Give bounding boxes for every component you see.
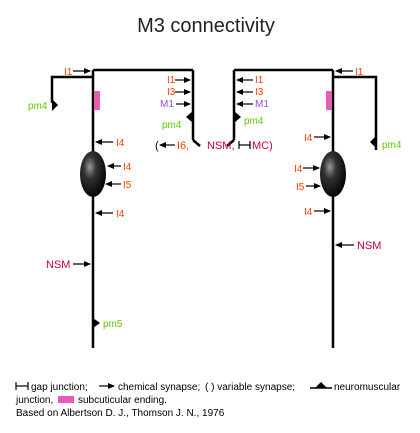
left-soma <box>80 151 106 197</box>
right-pm4-nmj <box>370 136 376 148</box>
left-input-i4-b: I4 <box>123 162 132 173</box>
right-branch-nmj <box>234 111 241 123</box>
left-input-i4-a: I4 <box>116 138 125 149</box>
left-pm5-nmj <box>93 318 100 328</box>
legend-gap-junction: gap junction; <box>31 382 88 393</box>
right-input-i4-c: I4 <box>304 207 313 218</box>
left-neuron <box>50 68 201 348</box>
right-neuron <box>226 68 378 348</box>
legend-citation: Based on Albertson D. J., Thomson J. N.,… <box>16 408 225 419</box>
left-pm4-upper-label: pm4 <box>28 101 48 112</box>
left-pm4-nmj <box>52 99 58 111</box>
right-branch-pm4-label: pm4 <box>244 116 264 127</box>
right-nsm-label: NSM <box>357 240 381 252</box>
left-input-i5: I5 <box>123 180 132 191</box>
variable-mc-label: MC) <box>252 140 273 152</box>
left-branch-input-i1: I1 <box>167 75 176 86</box>
legend-neuromuscular: neuromuscular <box>334 382 401 393</box>
left-pm4-branch <box>50 75 93 103</box>
svg-text:(: ( <box>155 140 159 152</box>
legend-junction: junction, <box>15 395 53 406</box>
left-branch-input-i3: I3 <box>167 87 176 98</box>
variable-synapse-inputs: ( I6, NSM, MC) <box>155 140 273 152</box>
right-branch-input-m1: M1 <box>255 99 269 110</box>
page-title: M3 connectivity <box>137 15 275 37</box>
left-input-i4-c: I4 <box>116 209 125 220</box>
right-input-i4-b: I4 <box>294 164 303 175</box>
left-nsm-label: NSM <box>46 259 70 271</box>
right-top-input-label: I1 <box>355 67 364 78</box>
right-input-i4-a: I4 <box>304 133 313 144</box>
legend-chemical-synapse: chemical synapse; <box>118 382 200 393</box>
left-branch-nmj <box>186 111 193 123</box>
right-pm4-branch <box>333 75 378 150</box>
left-branch-pm4-label: pm4 <box>162 120 182 131</box>
left-subcuticular-ending <box>94 91 100 110</box>
right-branch-input-i3: I3 <box>255 87 264 98</box>
right-subcuticular-ending <box>326 91 332 110</box>
variable-nsm-label: NSM, <box>207 140 235 152</box>
legend-variable-synapse: ( ) variable synapse; <box>205 382 295 393</box>
legend-subcuticular-swatch <box>58 396 74 403</box>
right-pm4-label: pm4 <box>382 140 402 151</box>
legend-subcuticular: subcuticular ending. <box>78 395 167 406</box>
legend: gap junction; chemical synapse; ( ) vari… <box>15 382 401 419</box>
right-soma <box>320 151 346 197</box>
left-branch-input-m1: M1 <box>160 99 174 110</box>
variable-i6-label: I6, <box>177 140 189 152</box>
left-pm5-label: pm5 <box>103 319 123 330</box>
left-top-input-label: I1 <box>64 67 73 78</box>
right-branch-input-i1: I1 <box>255 75 264 86</box>
right-input-i5: I5 <box>296 182 305 193</box>
